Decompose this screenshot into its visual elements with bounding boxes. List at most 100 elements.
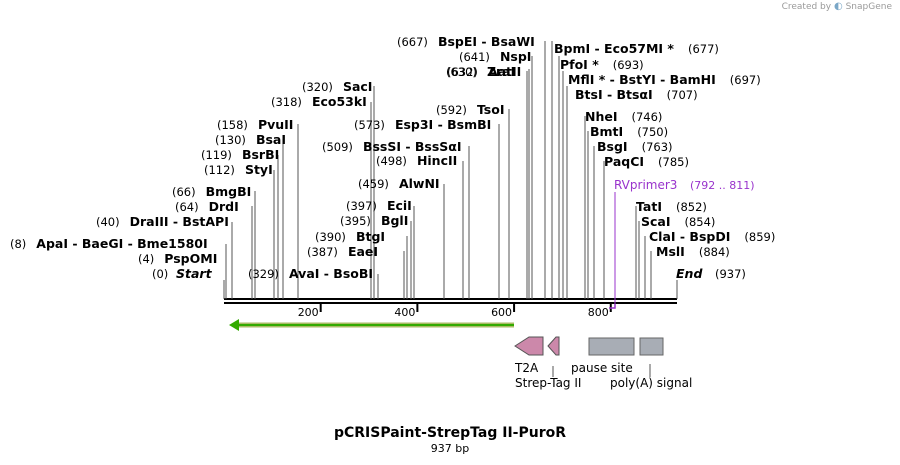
site-enzymes: NheI [585,109,618,124]
site-enzymes: Eco53kI [312,94,367,109]
site-position: (746) [632,110,663,124]
restriction-site: (66) BmgBI [172,184,256,299]
site-position: (8) [10,237,26,251]
site-position: (750) [637,125,668,139]
site-label: BmtI(750) [590,124,668,139]
end-label: End [676,266,703,281]
site-enzymes: NspI [500,49,532,64]
restriction-site: MflI * - BstYI - BamHI (697) [562,71,761,299]
site-label: (397) EciI [346,198,412,213]
site-enzymes: MslI [656,244,685,259]
restriction-site: (397) EciI [346,198,415,299]
site-position: (509) [322,140,353,154]
primer-range: (792 .. 811) [690,179,755,192]
site-position: (4) [138,252,154,266]
restriction-site: (632)AatII [447,64,530,299]
site-label: (158)PvuII [217,117,293,132]
site-position: (66) [172,185,196,199]
site-enzymes: Esp3I - BsmBI [395,117,491,132]
site-enzymes: PaqCI [604,154,644,169]
snapgene-logo-icon: ◐ [833,1,843,12]
ruler-tick-label: 200 [298,306,319,319]
site-enzymes: DrdI [209,199,239,214]
site-enzymes: AlwNI [399,176,440,191]
restriction-site: (130)BsaI [215,132,286,299]
site-label: (395)BglI [340,213,408,228]
map-length: 937 bp [430,442,470,455]
site-label: (329)AvaI - BsoBI [248,266,373,281]
site-label: (641) NspI [459,49,531,64]
site-label: (119)BsrBI [201,147,279,162]
site-enzymes: ZraI [487,64,515,79]
site-label: TatI(852) [636,199,707,214]
site-enzymes: ScaI [641,214,671,229]
site-enzymes: BpmI - Eco57MI * [554,41,674,56]
site-position: (119) [201,148,232,162]
restriction-site: BmtI(750) [587,124,668,299]
feature-label: T2A [514,361,539,375]
site-position: (697) [730,73,761,87]
site-position: (112) [204,163,235,177]
site-enzymes: EciI [387,198,412,213]
restriction-site: (40)DraIII - BstAPI [96,214,233,299]
t2a-feature-arrow [514,336,544,356]
site-enzymes: BssSI - BssSαI [363,139,462,154]
site-label: BtsI - BtsαI(707) [575,87,698,102]
restriction-site: (592)TsoI [436,102,510,299]
site-enzymes: PspOMI [164,251,217,266]
site-position: (329) [248,267,279,281]
site-position: (64) [175,200,199,214]
site-label: (390)BtgI [315,229,385,244]
site-enzymes: ClaI - BspDI [649,229,730,244]
site-enzymes: MflI * - BstYI - BamHI [568,72,716,87]
restriction-site: BpmI - Eco57MI * (677) [551,41,719,299]
site-enzymes: StyI [245,162,273,177]
site-label: (630)ZraI [446,64,515,79]
site-enzymes: HincII [417,153,457,168]
restriction-site: ScaI(854) [638,214,715,299]
ruler-tick-label: 800 [588,306,609,319]
site-label: (40)DraIII - BstAPI [96,214,229,229]
site-position: (641) [459,50,490,64]
site-position: (677) [688,42,719,56]
site-label: (573) Esp3I - BsmBI [354,117,491,132]
site-label: (320)SacI [302,79,372,94]
site-position: (859) [744,230,775,244]
site-label: (64) DrdI [175,199,239,214]
restriction-site: (630)ZraI [446,64,528,299]
site-label: NheI (746) [585,109,662,124]
restriction-site: MslI(884) [650,244,730,299]
site-enzymes: BmgBI [206,184,252,199]
site-position: (397) [346,199,377,213]
ruler-tick-label: 600 [491,306,512,319]
site-position: (395) [340,214,371,228]
site-enzymes: EaeI [348,244,378,259]
site-position: (632) [447,65,478,79]
site-label: (66) BmgBI [172,184,251,199]
site-label: (387) EaeI [307,244,378,259]
site-label: BsgI(763) [597,139,673,154]
site-position: (387) [307,245,338,259]
site-enzymes: BtsI - BtsαI [575,87,653,102]
site-label: (318)Eco53kI [271,94,367,109]
restriction-site: (390)BtgI [315,229,408,299]
site-position: (40) [96,215,120,229]
restriction-site: (318)Eco53kI [271,94,372,299]
map-title: pCRISPaint-StrepTag II-PuroR [333,425,566,441]
site-position: (693) [613,58,644,72]
restriction-site: (395)BglI [340,213,412,299]
feature-label: pause site [571,361,633,375]
site-position: (573) [354,118,385,132]
site-position: (785) [658,155,689,169]
primer-arrow-icon [609,304,616,309]
site-position: (667) [397,35,428,49]
site-label: (4) PspOMI [138,251,217,266]
credit-brand: SnapGene [845,2,892,12]
restriction-site: (119)BsrBI [201,147,279,299]
site-position: (390) [315,230,346,244]
restriction-site: (498)HincII [376,153,464,299]
restriction-site: (112) StyI [204,162,275,299]
site-enzymes: BspEI - BsaWI [438,34,535,49]
restriction-site: (641) NspI [459,49,533,299]
feature-label: poly(A) signal [610,376,692,390]
